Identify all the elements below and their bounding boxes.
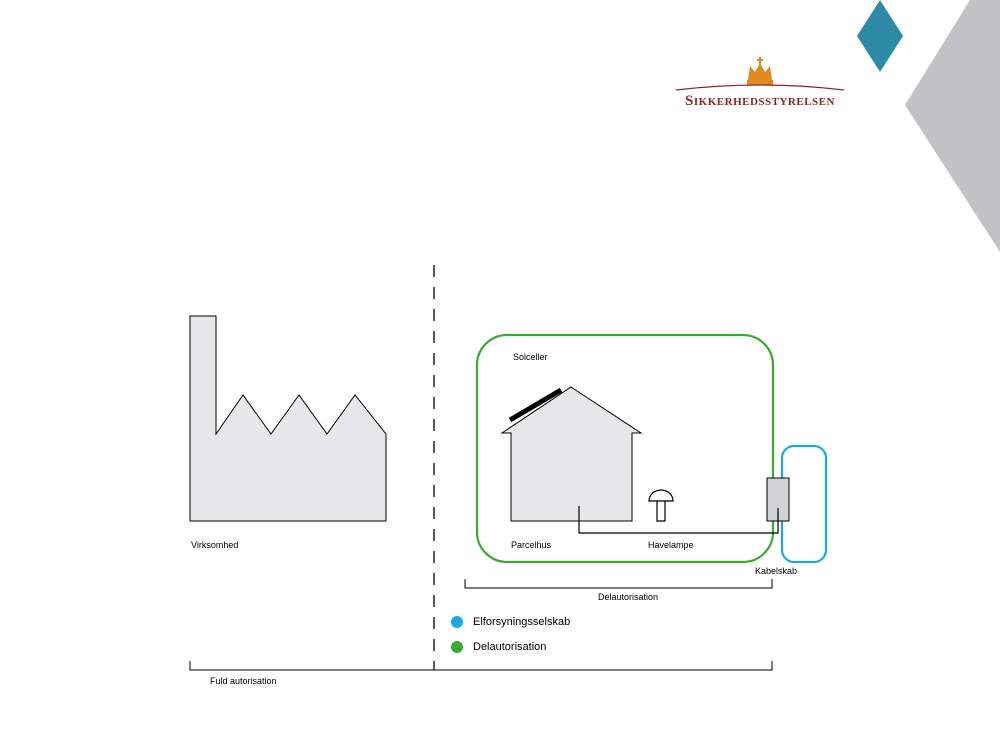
cable-wire — [578, 506, 779, 534]
legend-label: Delautorisation — [473, 641, 547, 653]
legend-label: Elforsyningsselskab — [473, 616, 571, 628]
label-havelampe: Havelampe — [648, 540, 694, 550]
gray-chevron-shape — [905, 0, 1000, 252]
label-fuld-autorisation: Fuld autorisation — [210, 676, 277, 686]
teal-diamond-shape — [857, 0, 903, 72]
legend-item-elforsyning: Elforsyningsselskab — [451, 616, 570, 628]
fuld-autorisation-bracket — [189, 661, 773, 671]
brand-name: Sikkerhedsstyrelsen — [685, 93, 835, 109]
house-shape — [500, 386, 643, 522]
label-parcelhus: Parcelhus — [511, 540, 552, 550]
legend-item-delautorisation: Delautorisation — [451, 641, 546, 653]
brand-logo: Sikkerhedsstyrelsen — [674, 93, 846, 110]
label-kabelskab: Kabelskab — [755, 566, 798, 576]
factory-shape — [189, 315, 387, 522]
legend-dot-green — [451, 641, 463, 653]
delautorisation-region — [475, 333, 775, 564]
legend-dot-blue — [451, 616, 463, 628]
delautorisation-bracket — [464, 579, 773, 589]
solar-panel — [508, 387, 563, 423]
label-delautorisation-bracket: Delautorisation — [598, 592, 659, 602]
label-solceller: Solceller — [513, 352, 548, 362]
crown-icon — [747, 57, 773, 85]
label-virksomhed: Virksomhed — [191, 540, 239, 550]
garden-lamp-icon — [648, 489, 674, 522]
logo-arch — [675, 84, 845, 91]
